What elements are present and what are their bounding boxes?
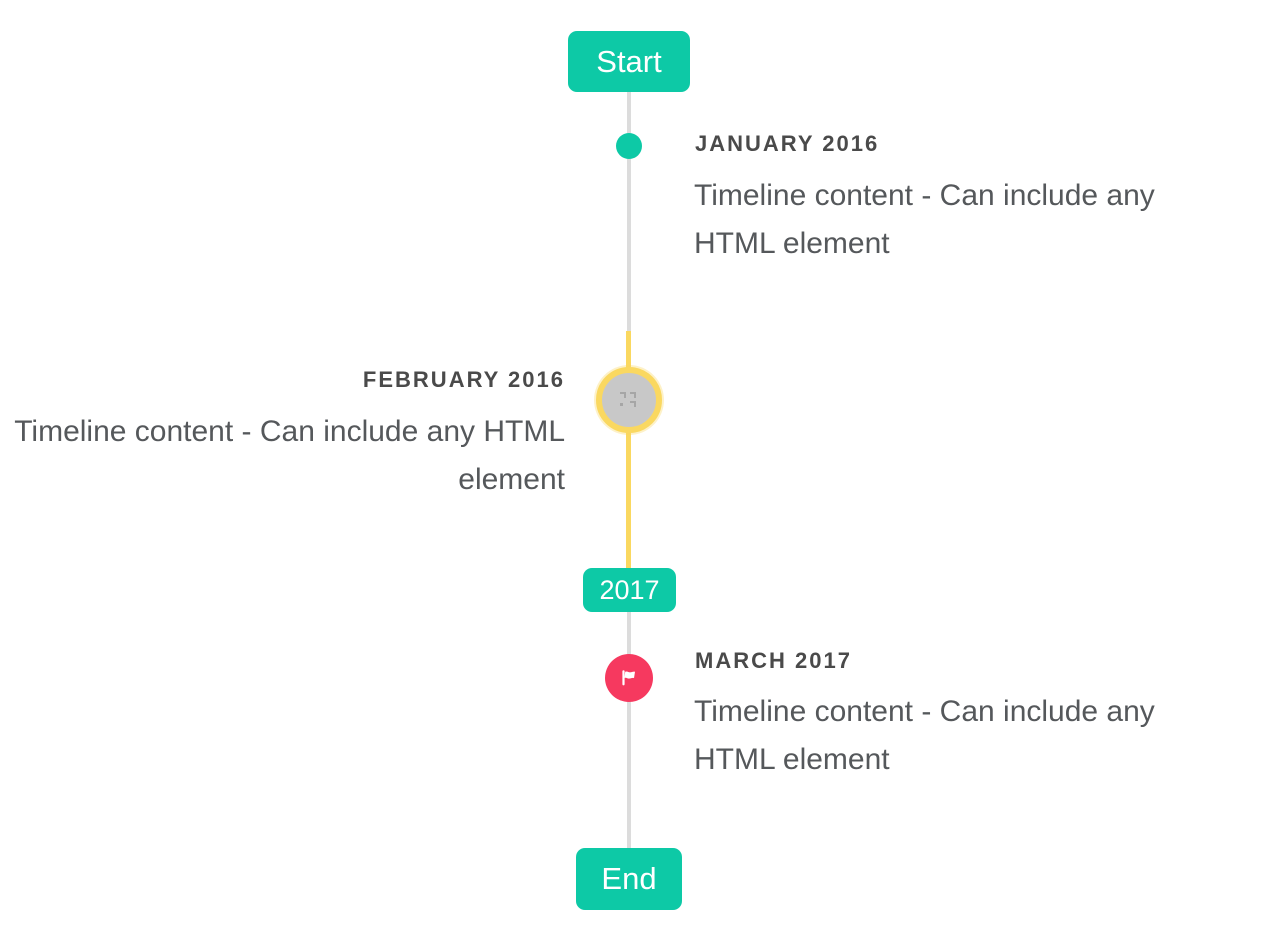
timeline-start-label: Start (596, 43, 662, 79)
timeline-year-divider-badge: 2017 (583, 568, 676, 612)
timeline-start-badge: Start (568, 31, 690, 92)
timeline-marker-dot[interactable] (616, 133, 642, 159)
timeline-item-content: Timeline content - Can include any HTML … (14, 415, 565, 496)
timeline-item-date: FEBRUARY 2016 (362, 367, 565, 392)
timeline-end-badge: End (576, 848, 682, 910)
timeline-line-segment-selected (626, 331, 631, 568)
timeline-line-segment (627, 92, 631, 331)
timeline-marker-selected[interactable] (596, 367, 662, 433)
timeline-marker-flag[interactable] (605, 654, 653, 702)
broken-image-icon (620, 392, 636, 407)
timeline-item-date: JANUARY 2016 (695, 131, 880, 156)
flag-icon (622, 670, 635, 686)
timeline-line-segment (627, 612, 631, 848)
timeline-year-divider-label: 2017 (599, 574, 660, 605)
timeline-item-date: MARCH 2017 (695, 648, 852, 673)
timeline-item-content: Timeline content - Can include any HTML … (694, 695, 1155, 776)
timeline-item-content: Timeline content - Can include any HTML … (694, 179, 1155, 260)
timeline-end-label: End (601, 861, 657, 896)
